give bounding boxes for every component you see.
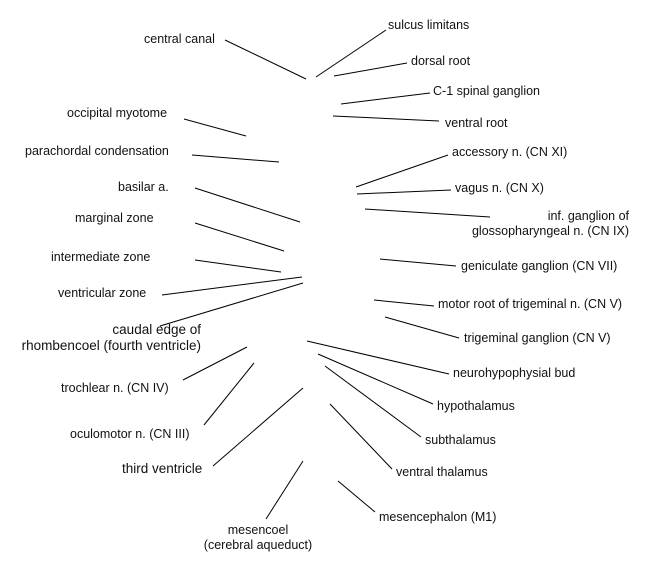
- leader-inf-ganglion: [364, 208, 491, 218]
- label-subthalamus: subthalamus: [425, 433, 496, 447]
- label-basilar-a: basilar a.: [118, 180, 169, 194]
- leader-trochlear-n: [182, 346, 248, 381]
- label-sulcus-limitans: sulcus limitans: [388, 18, 470, 32]
- label-trochlear-n: trochlear n. (CN IV): [61, 381, 169, 395]
- label-geniculate-ganglion: geniculate ganglion (CN VII): [461, 259, 618, 273]
- leader-oculomotor-n: [203, 362, 255, 426]
- label-hypothalamus: hypothalamus: [437, 399, 515, 413]
- label-dorsal-root: dorsal root: [411, 54, 471, 68]
- label-caudal-edge-rhombencoel: caudal edge of rhombencoel (fourth ventr…: [0, 322, 201, 354]
- label-ventral-root: ventral root: [445, 116, 508, 130]
- label-parachordal-condensation: parachordal condensation: [25, 144, 169, 158]
- label-inf-ganglion-line1: inf. ganglion of: [547, 209, 629, 223]
- label-oculomotor-n: oculomotor n. (CN III): [70, 427, 190, 441]
- label-accessory-n: accessory n. (CN XI): [452, 145, 568, 159]
- leader-occipital-myotome: [183, 118, 247, 137]
- label-ventral-thalamus: ventral thalamus: [396, 465, 488, 479]
- leader-neurohypophysial-bud: [306, 340, 450, 375]
- leader-parachordal-condensation: [191, 154, 280, 163]
- label-intermediate-zone: intermediate zone: [51, 250, 151, 264]
- label-mesencoel-line1: mesencoel: [227, 523, 289, 537]
- label-mesencoel: mesencoel (cerebral aqueduct): [198, 523, 318, 553]
- label-marginal-zone: marginal zone: [75, 211, 154, 225]
- leader-mesencephalon: [337, 480, 376, 513]
- label-vagus-n: vagus n. (CN X): [455, 181, 544, 195]
- leader-motor-root-trigeminal: [373, 299, 435, 307]
- leader-hypothalamus: [317, 353, 434, 405]
- leader-dorsal-root: [333, 62, 408, 77]
- label-caudal-edge-line2: rhombencoel (fourth ventricle): [21, 338, 201, 353]
- label-mesencephalon: mesencephalon (M1): [379, 510, 497, 524]
- leader-ventricular-zone: [161, 276, 303, 296]
- leader-subthalamus: [324, 365, 422, 438]
- label-c1-spinal-ganglion: C-1 spinal ganglion: [433, 84, 541, 98]
- leader-central-canal: [224, 39, 307, 80]
- label-inf-ganglion-glossopharyngeal: inf. ganglion of glossopharyngeal n. (CN…: [430, 209, 629, 239]
- leader-vagus-n: [356, 189, 452, 195]
- leader-marginal-zone: [194, 222, 285, 252]
- label-third-ventricle: third ventricle: [122, 461, 203, 476]
- label-trigeminal-ganglion: trigeminal ganglion (CN V): [464, 331, 611, 345]
- leader-accessory-n: [355, 154, 449, 188]
- label-motor-root-trigeminal: motor root of trigeminal n. (CN V): [438, 297, 623, 311]
- label-central-canal: central canal: [144, 32, 215, 46]
- leader-c1-spinal-ganglion: [340, 92, 431, 105]
- label-ventricular-zone: ventricular zone: [58, 286, 147, 300]
- label-inf-ganglion-line2: glossopharyngeal n. (CN IX): [471, 224, 629, 238]
- leader-ventral-root: [332, 115, 440, 122]
- label-caudal-edge-line1: caudal edge of: [112, 322, 201, 337]
- label-neurohypophysial-bud: neurohypophysial bud: [453, 366, 576, 380]
- leader-basilar-a: [194, 187, 301, 223]
- label-occipital-myotome: occipital myotome: [67, 106, 168, 120]
- label-mesencoel-line2: (cerebral aqueduct): [203, 538, 313, 552]
- leader-third-ventricle: [212, 387, 304, 467]
- leader-ventral-thalamus: [329, 403, 393, 470]
- leader-mesencoel: [265, 460, 304, 520]
- leader-caudal-edge: [159, 282, 304, 327]
- leader-geniculate-ganglion: [379, 258, 457, 267]
- leader-intermediate-zone: [194, 259, 282, 273]
- leader-sulcus-limitans: [315, 29, 387, 78]
- leader-trigeminal-ganglion: [384, 316, 460, 339]
